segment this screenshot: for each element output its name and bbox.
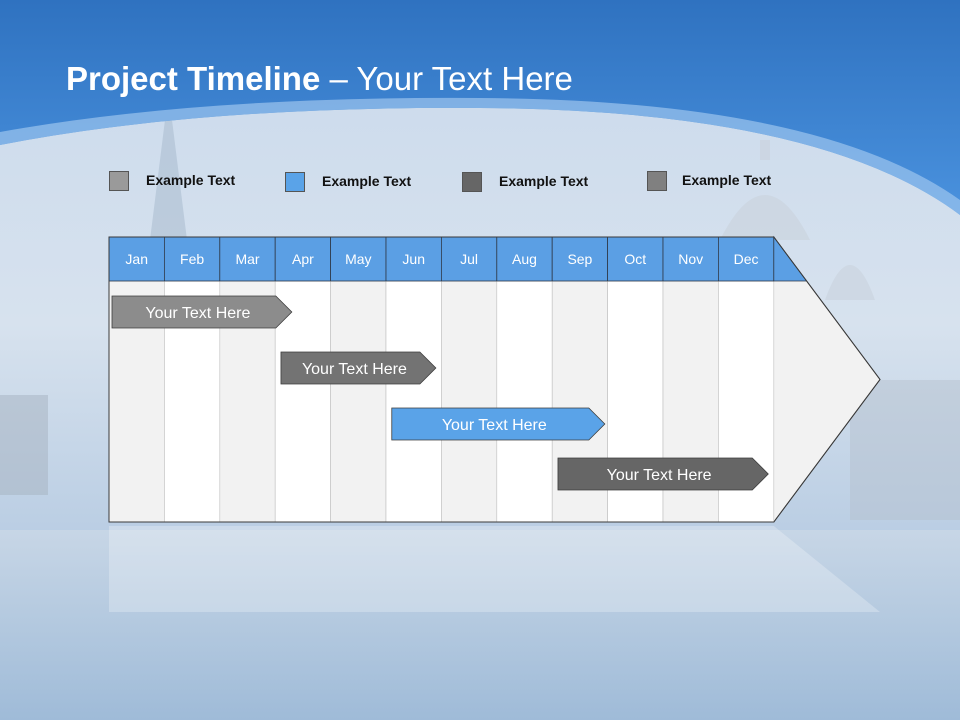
month-header (274, 236, 332, 282)
month-column (274, 280, 331, 523)
month-header (219, 236, 276, 282)
page-title: Project Timeline – Your Text Here (66, 60, 573, 98)
task-bar (391, 407, 606, 441)
month-label: Oct (624, 251, 646, 267)
month-header (163, 236, 221, 282)
legend-swatch (462, 172, 482, 192)
month-label: Jul (460, 251, 478, 267)
task-label: Your Text Here (145, 305, 250, 322)
month-column (441, 280, 498, 523)
month-label: Aug (512, 251, 537, 267)
task-label: Your Text Here (442, 417, 547, 434)
timeline-outline (108, 236, 881, 523)
month-header (440, 236, 498, 282)
title-rest: – Your Text Here (320, 60, 573, 97)
month-label: Mar (235, 251, 259, 267)
month-label: Nov (678, 251, 703, 267)
month-label: Jun (402, 251, 425, 267)
task-label: Your Text Here (302, 361, 407, 378)
timeline-reflection (109, 526, 880, 612)
month-label: Apr (292, 251, 314, 267)
month-header (718, 236, 775, 282)
month-header (385, 236, 442, 282)
legend-label: Example Text (322, 173, 412, 189)
legend-swatch (109, 171, 129, 191)
task-bar (111, 295, 293, 329)
task-bar (280, 351, 437, 385)
legend-label: Example Text (146, 172, 236, 188)
month-label: Jan (125, 251, 148, 267)
legend-swatch (285, 172, 305, 192)
legend-label: Example Text (499, 173, 589, 189)
month-header (330, 236, 387, 282)
month-label: Sep (567, 251, 592, 267)
month-label: May (345, 251, 371, 267)
month-column (496, 280, 553, 523)
title-bold: Project Timeline (66, 60, 321, 97)
month-label: Dec (734, 251, 759, 267)
legend-swatch (647, 171, 667, 191)
task-bar (557, 457, 769, 491)
task-label: Your Text Here (607, 467, 712, 484)
month-column (330, 280, 387, 523)
month-column (385, 280, 442, 523)
month-label: Feb (180, 251, 204, 267)
legend-label: Example Text (682, 172, 772, 188)
month-header (108, 236, 165, 282)
